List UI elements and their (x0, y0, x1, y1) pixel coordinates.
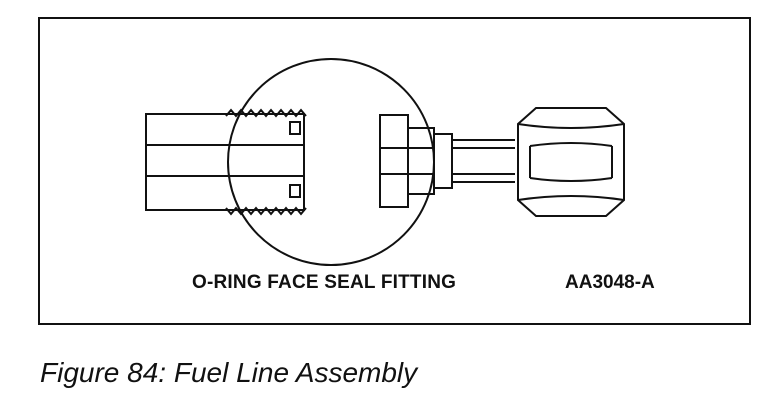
figure-frame (38, 17, 751, 325)
fuel-tube (452, 139, 515, 183)
thread-bottom (225, 206, 307, 216)
diagram-code: AA3048-A (565, 272, 655, 293)
figure-caption: Figure 84: Fuel Line Assembly (40, 357, 418, 388)
diagram-label: O-RING FACE SEAL FITTING (192, 272, 457, 293)
female-fitting-body (145, 113, 305, 211)
hex-nut (517, 107, 625, 217)
thread-top (225, 108, 307, 118)
male-fitting-flange (379, 114, 453, 208)
detail-circle (227, 58, 435, 266)
